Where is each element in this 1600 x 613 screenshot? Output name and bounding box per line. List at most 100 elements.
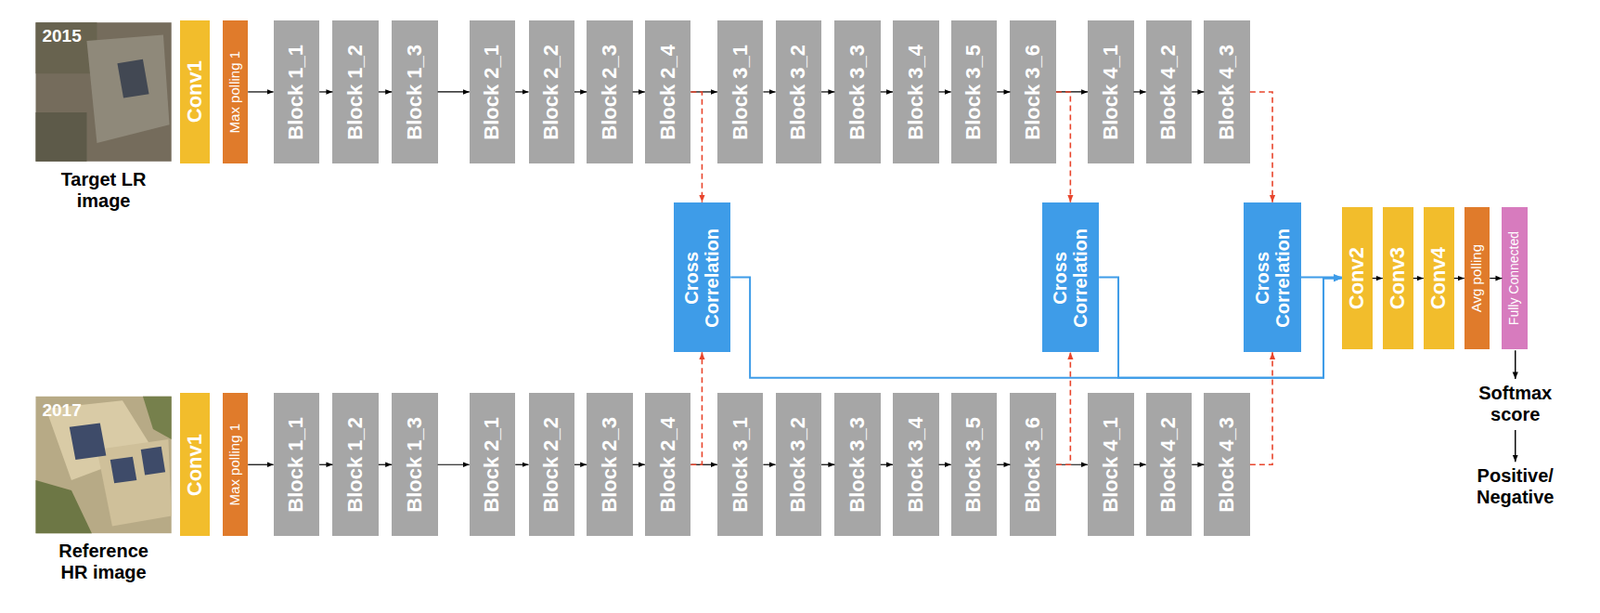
residual-block-box: Block 4_1 [1087,392,1134,536]
residual-block-box: Block 3_3 [834,20,880,164]
flow-arrow [438,464,470,465]
photo-patch [35,112,87,162]
layer-name: Conv4 [1427,246,1450,310]
residual-block-box: Block 1_2 [332,20,378,164]
flow-arrow [880,464,893,465]
layer-name: Block 3_4 [904,416,928,513]
flow-arrow [515,90,529,92]
layer-name: Block 3_5 [962,416,985,513]
image-caption: Reference HR image [48,540,160,583]
layer-name: Block 3_6 [1021,44,1045,141]
layer-name: Block 3_3 [846,44,869,141]
fully-connected-box: Fully Connected [1501,206,1527,349]
layer-name: Block 4_3 [1215,416,1239,513]
layer-name: Conv2 [1345,246,1368,310]
layer-name: Cross Correlation [1251,206,1293,349]
flow-arrow [574,464,587,465]
layer-name: Block 3_4 [904,44,928,141]
residual-block-box: Block 4_3 [1203,392,1250,536]
layer-name: Conv1 [183,60,207,123]
photo-solar-panel [141,446,166,476]
residual-block-box: Block 1_1 [273,392,320,536]
flow-arrow [996,90,1010,92]
flow-arrow [378,90,392,92]
year-label: 2015 [41,25,81,47]
flow-arrow [690,90,718,92]
layer-name: Block 1_2 [344,44,367,141]
residual-block-box: Block 1_3 [391,392,438,536]
layer-name: Block 2_1 [480,416,504,513]
flow-arrow [1454,277,1465,279]
photo-solar-panel [110,456,138,484]
flow-arrow [632,90,646,92]
layer-name: Block 3_3 [846,416,869,513]
correlation-feed-arrow [690,351,702,465]
photo-greenery [142,396,172,439]
flow-arrow [1372,277,1383,279]
flow-arrow [319,464,333,465]
residual-block-box: Block 2_3 [586,20,633,164]
flow-arrow [574,90,587,92]
correlation-output-arrow [1098,277,1342,378]
cross-correlation-box: Cross Correlation [673,202,732,353]
flow-arrow [247,90,273,92]
residual-block-box: Block 1_1 [273,20,320,164]
layer-name: Block 3_6 [1021,416,1045,513]
correlation-feed-arrow [1250,351,1273,465]
cross-correlation-box: Cross Correlation [1042,202,1100,353]
layer-name: Block 4_3 [1215,44,1239,141]
flow-arrow [1134,464,1147,465]
year-label: 2017 [41,400,81,421]
flow-arrow [632,464,646,465]
conv-layer-box: Conv2 [1341,206,1373,349]
output-label: Positive/ Negative [1469,464,1562,508]
layer-name: Block 1_1 [284,44,308,141]
layer-name: Block 4_2 [1157,44,1180,141]
residual-block-box: Block 3_2 [775,20,822,164]
conv-layer-box: Conv1 [180,392,211,536]
satellite-image: 2015Target LR image [35,22,171,162]
correlation-output-arrow [1301,276,1342,279]
layer-name: Block 1_1 [284,416,308,513]
image-caption: Target LR image [61,168,147,212]
flow-arrow [996,464,1010,465]
layer-name: Block 2_2 [540,44,563,141]
residual-block-box: Block 2_1 [469,20,516,164]
layer-name: Block 3_5 [962,44,985,141]
layer-name: Cross Correlation [681,206,723,349]
layer-name: Max polling 1 [227,423,244,505]
residual-block-box: Block 3_1 [717,20,763,164]
layer-name: Conv3 [1386,246,1409,310]
layer-name: Block 3_2 [787,44,810,141]
residual-block-box: Block 2_1 [469,392,516,536]
layer-name: Block 2_4 [657,416,680,513]
residual-block-box: Block 3_1 [717,392,763,536]
layer-name: Block 2_3 [598,44,621,141]
residual-block-box: Block 3_6 [1009,20,1056,164]
correlation-feed-arrow [1250,91,1273,203]
correlation-feed-arrow [1056,351,1071,465]
residual-block-box: Block 1_2 [332,392,378,536]
residual-block-box: Block 3_4 [892,20,939,164]
flow-arrow [762,464,775,465]
layer-name: Block 1_3 [403,44,426,141]
residual-block-box: Block 2_4 [645,20,691,164]
correlation-feed-arrow [690,91,702,203]
flow-arrow [762,90,775,92]
flow-arrow [1413,277,1424,279]
reference-satellite-photo [35,396,171,533]
layer-name: Block 3_1 [729,44,752,141]
flow-arrow [247,464,273,465]
layer-name: Conv1 [183,433,207,496]
cross-correlation-box: Cross Correlation [1243,202,1302,353]
flow-arrow [378,464,392,465]
pooling-layer-box: Avg polling [1464,206,1490,349]
residual-block-box: Block 4_2 [1146,20,1192,164]
photo-ground [35,22,171,162]
layer-name: Avg polling [1469,244,1485,312]
layer-name: Block 3_1 [729,416,752,513]
flow-arrow [1191,90,1204,92]
layer-name: Block 2_1 [480,44,504,141]
layer-name: Block 4_1 [1099,416,1123,513]
